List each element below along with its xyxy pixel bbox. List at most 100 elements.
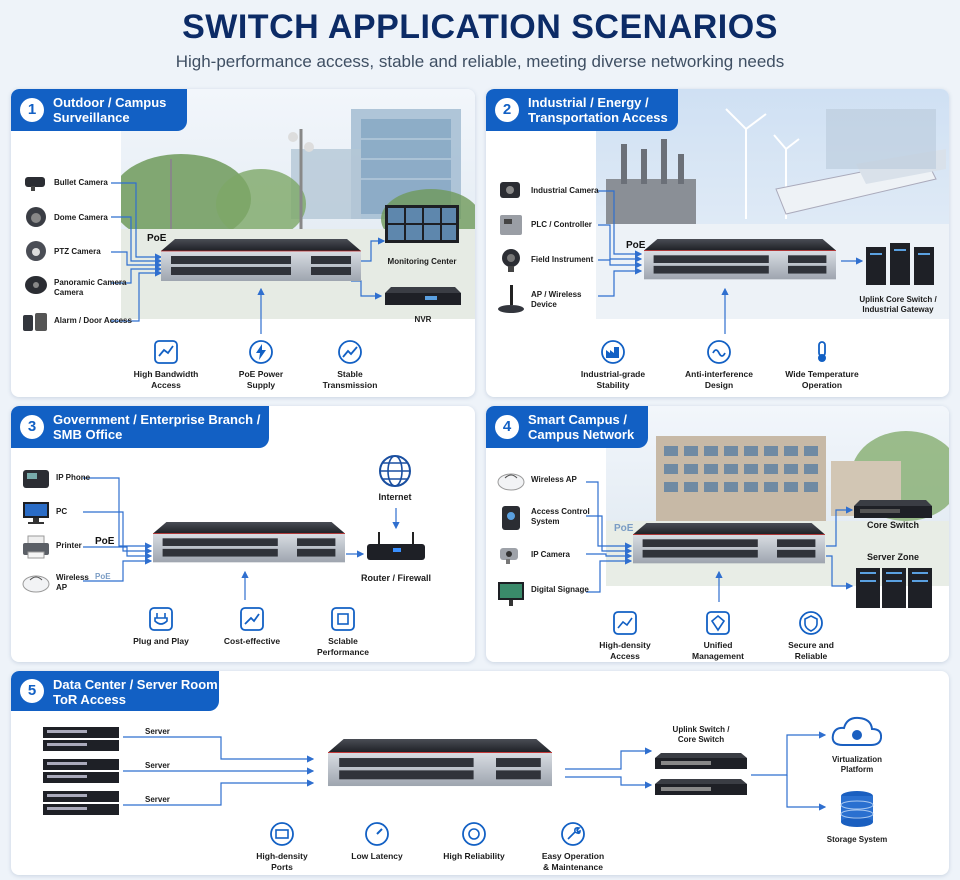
feature-cost-effective: Cost-effective: [197, 606, 307, 647]
output-label: Uplink Core Switch /Industrial Gateway: [859, 295, 937, 314]
page-subtitle: High-performance access, stable and reli…: [175, 52, 785, 71]
globe-icon: [379, 455, 411, 487]
server-label: Server: [145, 727, 170, 736]
plug-icon: [149, 607, 173, 631]
panel-1-title-line2: Surveillance: [53, 110, 130, 125]
core-switch-icon: [655, 779, 747, 795]
device-label: Digital Signage: [531, 585, 589, 594]
dome-camera-icon: [26, 207, 46, 227]
cost-icon: [240, 607, 264, 631]
uplink-core-switch-icon: [866, 243, 934, 285]
device-label: PC: [56, 507, 68, 516]
device-label: PTZ Camera: [54, 247, 101, 256]
panel-1-connectors: [111, 182, 386, 334]
ip-phone-icon: [23, 470, 49, 488]
panel-4-title: Smart Campus /: [528, 412, 627, 427]
output-label: Uplink Switch /Core Switch: [672, 725, 730, 744]
panel-3-connectors: [83, 477, 400, 600]
network-switch: [328, 739, 552, 787]
server-rack-icon: [43, 759, 119, 783]
device-label: Industrial Camera: [531, 186, 599, 195]
secure-icon: [799, 611, 823, 635]
panel-2-title: Industrial / Energy /: [528, 95, 649, 110]
output-label: Server Zone: [866, 552, 920, 562]
device-label: Printer: [56, 541, 82, 550]
wrench-icon: [561, 822, 585, 846]
device-label: IP Camera: [531, 550, 570, 559]
shield-wave-icon: [707, 340, 731, 364]
output-label: Internet: [378, 492, 412, 502]
panel-3-title: Government / Enterprise Branch /: [53, 412, 261, 427]
device-label: Dome Camera: [54, 213, 108, 222]
panel-3-title-line2: SMB Office: [53, 427, 123, 442]
monitoring-center-icon: [385, 205, 459, 243]
output-label: Monitoring Center: [387, 257, 457, 266]
panel-4-title-line2: Campus Network: [528, 427, 635, 442]
panel-3-header: 3 Government / Enterprise Branch /SMB Of…: [11, 406, 269, 448]
feature-easy-operation: Easy Operation& Maintenance: [518, 821, 628, 873]
device-label: IP Phone: [56, 473, 91, 482]
output-label: Router / Firewall: [360, 573, 431, 583]
network-switch: [644, 239, 836, 280]
device-label: PLC / Controller: [531, 220, 592, 229]
factory-icon: [601, 340, 625, 364]
device-label: Bullet Camera: [54, 178, 108, 187]
router-firewall-icon: [367, 532, 425, 560]
device-label: Alarm / Door Access: [54, 316, 132, 325]
digital-signage-icon: [498, 582, 524, 606]
plc-controller-icon: [500, 215, 522, 235]
panoramic-camera-icon: [25, 276, 47, 294]
wireless-ap-icon: [22, 575, 50, 593]
server-label: Server: [145, 795, 170, 804]
printer-icon: [23, 535, 49, 559]
panel-3-number: 3: [20, 415, 44, 439]
panel-2-number: 2: [495, 98, 519, 122]
access-control-icon: [502, 506, 520, 530]
output-label: Core Switch: [866, 520, 919, 530]
ports-icon: [270, 822, 294, 846]
panel-industrial-access: 2 Industrial / Energy /Transportation Ac…: [486, 89, 949, 397]
panel-enterprise-branch: 3 Government / Enterprise Branch /SMB Of…: [11, 406, 475, 662]
poe-label: PoE: [626, 240, 646, 251]
panel-5-connectors: [123, 731, 827, 811]
lightning-icon: [249, 340, 273, 364]
ip-camera-icon: [500, 548, 518, 564]
uplink-switch-icon: [655, 753, 747, 769]
ptz-camera-icon: [26, 241, 46, 261]
grid-icon: [613, 611, 637, 635]
panel-5-number: 5: [20, 679, 44, 703]
alarm-door-access-icon: [23, 313, 47, 331]
panel-2-header: 2 Industrial / Energy /Transportation Ac…: [486, 89, 678, 131]
feature-low-latency: Low Latency: [322, 821, 432, 862]
output-label: Storage System: [826, 835, 888, 844]
panel-5-title-line2: ToR Access: [53, 692, 126, 707]
cloud-icon: [831, 716, 883, 746]
panel-2-title-line2: Transportation Access: [528, 110, 668, 125]
manage-icon: [706, 611, 730, 635]
panel-smart-campus: 4 Smart Campus /Campus Network Wireless …: [486, 406, 949, 662]
panel-4-connectors: [586, 481, 854, 602]
industrial-camera-icon: [500, 182, 520, 198]
server-label: Server: [145, 761, 170, 770]
bandwidth-icon: [154, 340, 178, 364]
scale-icon: [331, 607, 355, 631]
core-switch-icon: [854, 500, 932, 518]
panel-4-header: 4 Smart Campus /Campus Network: [486, 406, 648, 448]
device-label: Field Instrument: [531, 255, 594, 264]
thermometer-icon: [818, 341, 826, 362]
trend-icon: [338, 340, 362, 364]
nvr-icon: [385, 287, 461, 305]
